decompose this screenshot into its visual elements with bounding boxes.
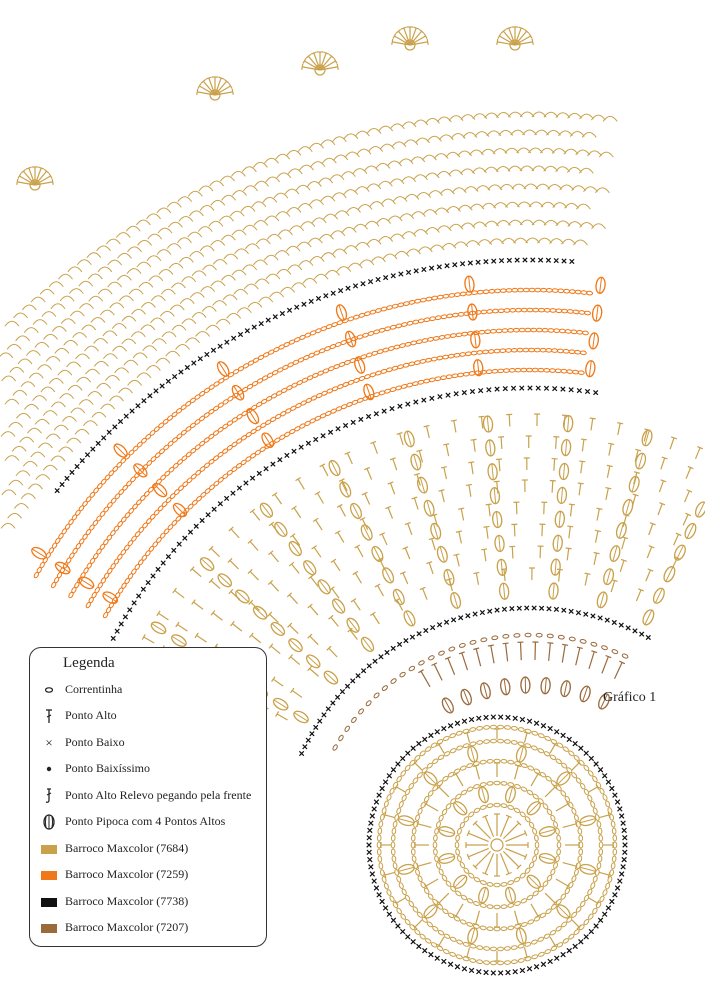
color-swatch [40, 920, 58, 936]
chain-icon [40, 682, 58, 698]
legend-item-ponto-alto-relevo: Ponto Alto Relevo pegando pela frente [30, 786, 266, 806]
swatch-fill [41, 897, 57, 907]
orange-band [31, 275, 606, 619]
legend-label: Barroco Maxcolor (7207) [65, 920, 189, 934]
circle-border-row [366, 714, 628, 976]
slip-stitch-icon [40, 761, 58, 777]
popcorn-stitch-icon [40, 814, 58, 830]
legend-item-ponto-alto: Ponto Alto [30, 706, 266, 726]
legend-label: Barroco Maxcolor (7684) [65, 841, 189, 855]
brown-chains [332, 632, 629, 751]
color-swatch [40, 841, 58, 857]
circular-motif [376, 724, 618, 966]
legend-label: Barroco Maxcolor (7259) [65, 867, 189, 881]
legend-box: Legenda Correntinha Ponto Alto × Ponto B… [29, 647, 267, 947]
legend-item-color-7259: Barroco Maxcolor (7259) [30, 865, 266, 885]
legend-item-ponto-baixissimo: Ponto Baixíssimo [30, 759, 266, 779]
brown-rows [418, 641, 626, 688]
swatch-fill [41, 870, 57, 880]
brown-shells [441, 676, 610, 714]
legend-label: Ponto Alto [65, 708, 117, 722]
legend-item-color-7684: Barroco Maxcolor (7684) [30, 839, 266, 859]
swatch-fill [41, 923, 57, 933]
gold-scallops [16, 26, 534, 191]
legend-item-ponto-baixo: × Ponto Baixo [30, 733, 266, 753]
chart-label: Gráfico 1 [603, 690, 657, 705]
legend-item-correntinha: Correntinha [30, 680, 266, 700]
single-crochet-icon: × [45, 735, 53, 750]
legend-item-ponto-pipoca: Ponto Pipoca com 4 Pontos Altos [30, 812, 266, 832]
black-row-middle [110, 385, 599, 642]
color-swatch [40, 894, 58, 910]
swatch-fill [41, 844, 57, 854]
gold-outer-lace [0, 111, 618, 529]
black-row-outer [54, 257, 575, 494]
legend-label: Ponto Baixo [65, 735, 125, 749]
legend-label: Ponto Alto Relevo pegando pela frente [65, 788, 252, 802]
gold-ribs [141, 413, 705, 724]
double-crochet-icon [40, 708, 58, 724]
legend-label: Ponto Baixíssimo [65, 761, 151, 775]
legend-title: Legenda [63, 655, 115, 671]
legend-label: Correntinha [65, 682, 123, 696]
legend-item-color-7738: Barroco Maxcolor (7738) [30, 892, 266, 912]
black-row-inner [298, 605, 651, 757]
color-swatch [40, 867, 58, 883]
legend-item-color-7207: Barroco Maxcolor (7207) [30, 918, 266, 938]
front-post-double-crochet-icon [40, 788, 58, 804]
legend-label: Barroco Maxcolor (7738) [65, 894, 189, 908]
legend-label: Ponto Pipoca com 4 Pontos Altos [65, 814, 226, 828]
